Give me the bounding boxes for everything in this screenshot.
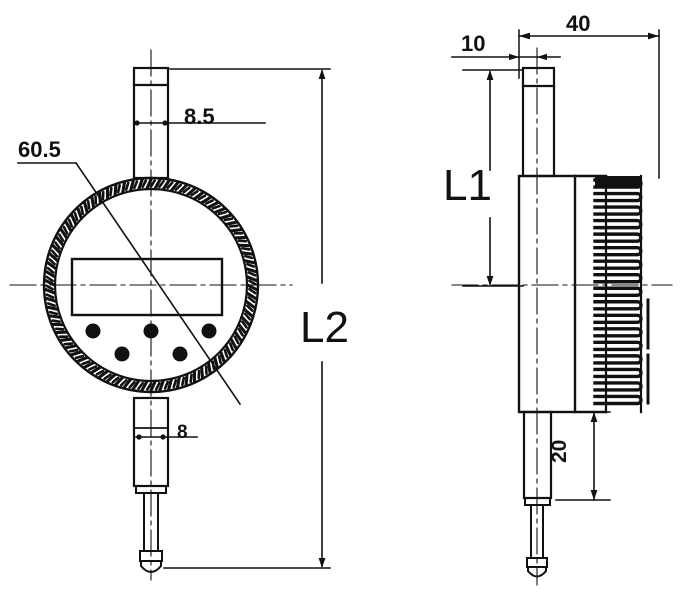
dim-label-L2: L2 [300,303,349,352]
dial-buttons[interactable] [85,323,217,362]
dim-label-10: 10 [461,31,485,56]
button-3[interactable] [201,323,217,339]
lcd-display [70,257,224,317]
button-4[interactable] [114,346,130,362]
button-1[interactable] [85,323,101,339]
dim-8-5 [133,120,266,126]
knurl-teeth [43,176,259,394]
dim-8 [135,434,198,440]
dim-label-8-5: 8.5 [184,104,215,129]
side-view-group [451,29,673,586]
dim-L1 [462,69,524,287]
button-5[interactable] [172,346,188,362]
dim-label-L1: L1 [443,161,492,210]
dim-20 [555,411,611,501]
button-2[interactable] [143,323,159,339]
side-knurled-grip-edge [593,174,650,414]
dim-label-20: 20 [548,440,571,463]
side-contact-tip [526,557,548,578]
dim-label-8: 8 [177,422,188,443]
dim-label-40: 40 [566,11,590,36]
front-view-group [9,49,331,581]
dim-label-60-5: 60.5 [18,137,61,162]
dim-60-5 [17,161,242,406]
dim-10 [451,53,561,61]
front-contact-tip [139,550,163,573]
front-dial-bezel [42,176,260,394]
dim-L2 [163,68,331,569]
